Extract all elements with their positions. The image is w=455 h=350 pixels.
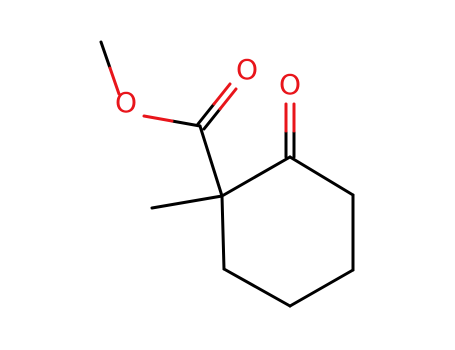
- carbonyl-oxygen-label: O: [236, 53, 258, 86]
- ester-single-bond-c: [170, 119, 202, 128]
- ketone-oxygen-label: O: [279, 68, 301, 101]
- carbonyl-double-bond-o-b: [218, 87, 238, 111]
- ester-single-bond-o: [142, 114, 174, 123]
- ring-bond-2: [288, 155, 355, 197]
- carbonyl-double-bond-c-b: [202, 107, 222, 131]
- carbonyl-double-bond-o-a: [212, 82, 232, 106]
- methoxy-bond-o: [108, 66, 121, 96]
- ring-bond-6: [220, 194, 226, 271]
- methyl-bond: [150, 194, 224, 210]
- ring-bond-4: [288, 268, 355, 308]
- carbonyl-double-bond-c-a: [196, 102, 216, 126]
- ring-bond-5: [222, 267, 292, 308]
- methoxy-bond-c: [99, 40, 112, 70]
- ester-carbon-bond: [198, 124, 224, 198]
- ester-oxygen-label: O: [115, 86, 137, 119]
- ring-bond-1: [220, 155, 292, 198]
